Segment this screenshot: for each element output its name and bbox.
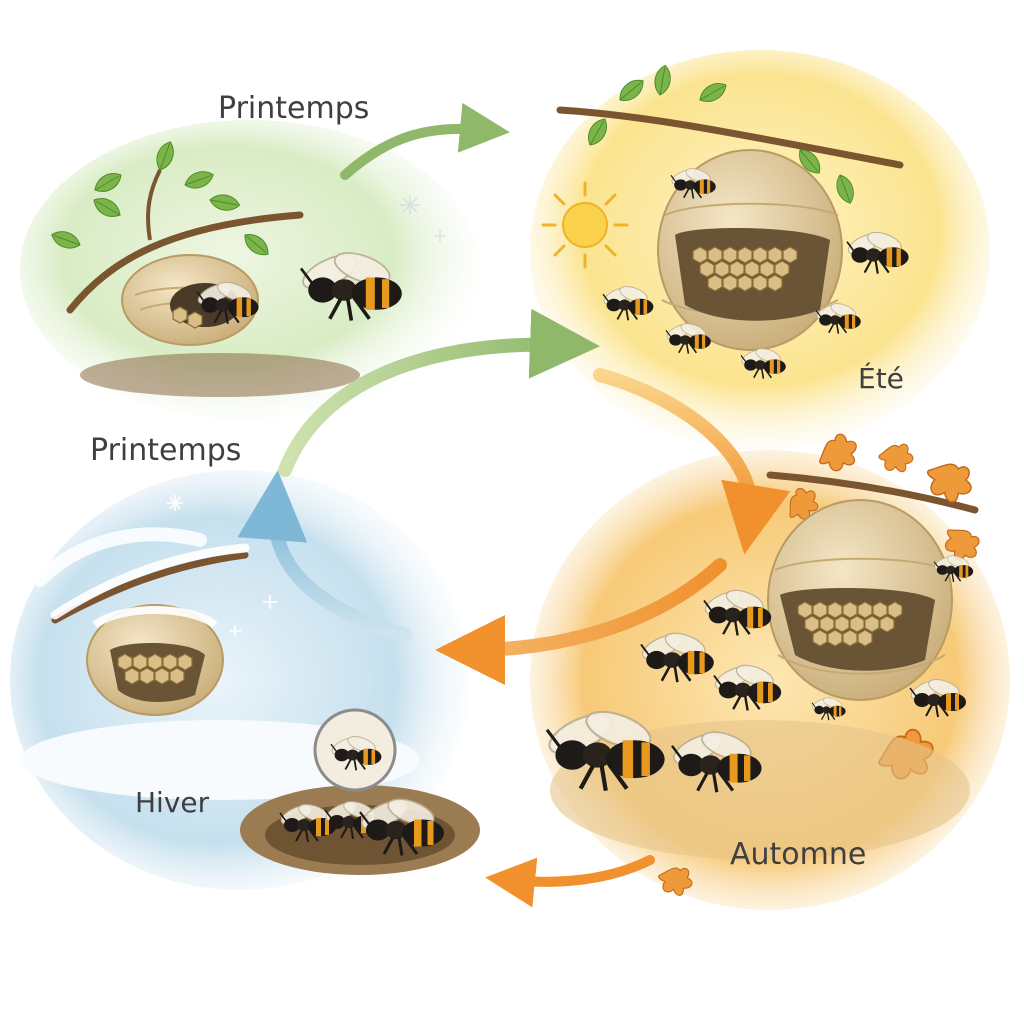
arrow-autumn-to-winter — [435, 558, 727, 685]
autumn-branch — [766, 471, 979, 514]
label-winter: Hiver — [135, 786, 210, 819]
label-summer: Été — [858, 361, 904, 395]
spring-scene — [48, 138, 446, 397]
summer-scene — [541, 63, 910, 380]
hibernation-magnifier — [313, 708, 397, 792]
arrow-summer-to-autumn — [593, 368, 791, 555]
label-spring-top: Printemps — [218, 91, 369, 126]
label-spring-left: Printemps — [90, 433, 241, 468]
autumn-scene — [544, 429, 987, 900]
arrow-winter-to-spring — [237, 470, 412, 642]
arrow-top-spring — [340, 102, 510, 180]
spring-ground — [80, 353, 360, 397]
cycle-arrows — [237, 102, 791, 908]
label-autumn: Automne — [730, 837, 866, 872]
sun-icon — [541, 181, 629, 269]
winter-branch — [51, 551, 249, 624]
spring-scene-background — [20, 120, 480, 420]
arrow-spring-to-summer — [278, 308, 600, 477]
winter-scene — [20, 495, 480, 875]
arrow-bottom-autumn — [485, 855, 655, 908]
spring-branch — [66, 211, 304, 314]
summer-branch — [556, 106, 904, 169]
